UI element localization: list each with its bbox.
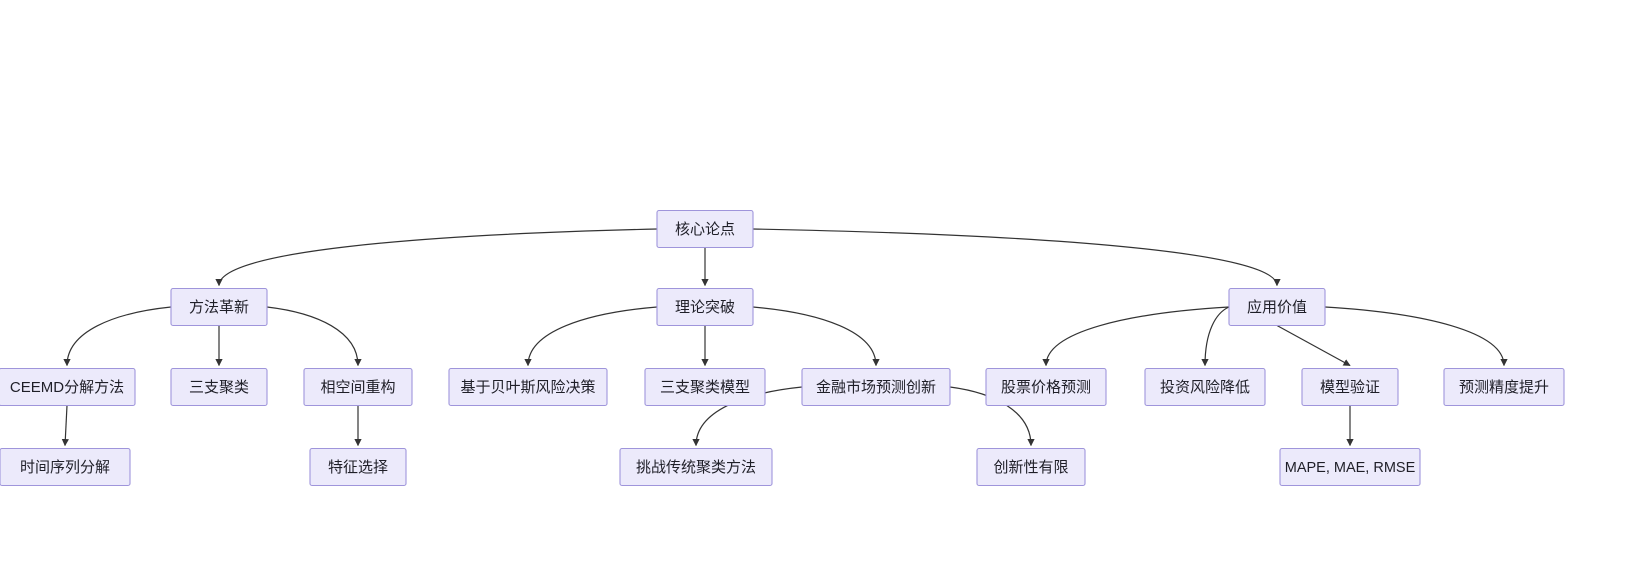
node-label-c2: 三支聚类 xyxy=(189,379,249,396)
node-m2[interactable]: 理论突破 xyxy=(656,287,754,327)
edge-root-to-m1 xyxy=(215,228,658,287)
edge-layer xyxy=(61,228,1508,447)
node-label-d3: 挑战传统聚类方法 xyxy=(636,459,756,476)
node-c4[interactable]: 基于贝叶斯风险决策 xyxy=(448,367,608,407)
node-c3[interactable]: 相空间重构 xyxy=(303,367,413,407)
node-label-c4: 基于贝叶斯风险决策 xyxy=(460,379,595,396)
node-box-d4[interactable] xyxy=(976,447,1086,487)
node-label-c7: 股票价格预测 xyxy=(1001,379,1091,396)
edge-root-to-m3 xyxy=(752,228,1281,287)
node-box-m3[interactable] xyxy=(1228,287,1326,327)
node-box-c10[interactable] xyxy=(1443,367,1565,407)
node-c6[interactable]: 金融市场预测创新 xyxy=(801,367,951,407)
node-box-c4[interactable] xyxy=(448,367,608,407)
edge-m3-to-c9 xyxy=(1276,324,1351,367)
edge-m1-to-c3 xyxy=(266,306,362,367)
node-label-c3: 相空间重构 xyxy=(320,379,395,396)
node-label-c8: 投资风险降低 xyxy=(1160,379,1250,396)
node-label-m1: 方法革新 xyxy=(189,299,249,316)
node-box-d1[interactable] xyxy=(0,447,131,487)
node-label-m3: 应用价值 xyxy=(1247,298,1307,316)
node-box-c8[interactable] xyxy=(1144,367,1266,407)
node-d5[interactable]: MAPE, MAE, RMSE xyxy=(1279,447,1421,487)
node-label-c6: 金融市场预测创新 xyxy=(816,379,936,396)
node-label-d4: 创新性有限 xyxy=(993,459,1068,476)
node-label-d1: 时间序列分解 xyxy=(20,459,110,476)
node-c2[interactable]: 三支聚类 xyxy=(170,367,268,407)
node-box-d5[interactable] xyxy=(1279,447,1421,487)
node-c10[interactable]: 预测精度提升 xyxy=(1443,367,1565,407)
node-box-m1[interactable] xyxy=(170,287,268,327)
node-label-d5: MAPE, MAE, RMSE xyxy=(1285,460,1416,476)
node-label-root: 核心论点 xyxy=(675,221,735,238)
node-label-m2: 理论突破 xyxy=(675,299,735,316)
node-label-c1: CEEMD分解方法 xyxy=(10,379,124,396)
edge-m1-to-c1 xyxy=(63,306,172,367)
node-box-c1[interactable] xyxy=(0,367,136,407)
edge-m3-to-c10 xyxy=(1324,306,1508,367)
node-label-c9: 模型验证 xyxy=(1320,379,1380,396)
node-c7[interactable]: 股票价格预测 xyxy=(985,367,1107,407)
node-c9[interactable]: 模型验证 xyxy=(1301,367,1399,407)
edge-m3-to-c7 xyxy=(1042,306,1230,367)
node-c1[interactable]: CEEMD分解方法 xyxy=(0,367,136,407)
node-box-c6[interactable] xyxy=(801,367,951,407)
node-label-c10: 预测精度提升 xyxy=(1459,379,1549,396)
node-box-c2[interactable] xyxy=(170,367,268,407)
edge-m2-to-c6 xyxy=(752,306,880,367)
node-box-d3[interactable] xyxy=(619,447,773,487)
node-d3[interactable]: 挑战传统聚类方法 xyxy=(619,447,773,487)
node-box-root[interactable] xyxy=(656,209,754,249)
edge-c1-to-d1 xyxy=(61,405,69,447)
node-d4[interactable]: 创新性有限 xyxy=(976,447,1086,487)
node-label-d2: 特征选择 xyxy=(328,459,388,476)
node-box-d2[interactable] xyxy=(309,447,407,487)
node-box-c9[interactable] xyxy=(1301,367,1399,407)
node-box-c7[interactable] xyxy=(985,367,1107,407)
edge-m2-to-c4 xyxy=(524,306,658,367)
node-d2[interactable]: 特征选择 xyxy=(309,447,407,487)
node-m3[interactable]: 应用价值 xyxy=(1228,287,1326,327)
node-c8[interactable]: 投资风险降低 xyxy=(1144,367,1266,407)
node-label-c5: 三支聚类模型 xyxy=(660,379,750,396)
node-box-m2[interactable] xyxy=(656,287,754,327)
node-m1[interactable]: 方法革新 xyxy=(170,287,268,327)
node-root[interactable]: 核心论点 xyxy=(656,209,754,249)
node-d1[interactable]: 时间序列分解 xyxy=(0,447,131,487)
node-box-c5[interactable] xyxy=(644,367,766,407)
node-c5[interactable]: 三支聚类模型 xyxy=(644,367,766,407)
edge-m3-to-c8 xyxy=(1201,306,1230,367)
node-box-c3[interactable] xyxy=(303,367,413,407)
